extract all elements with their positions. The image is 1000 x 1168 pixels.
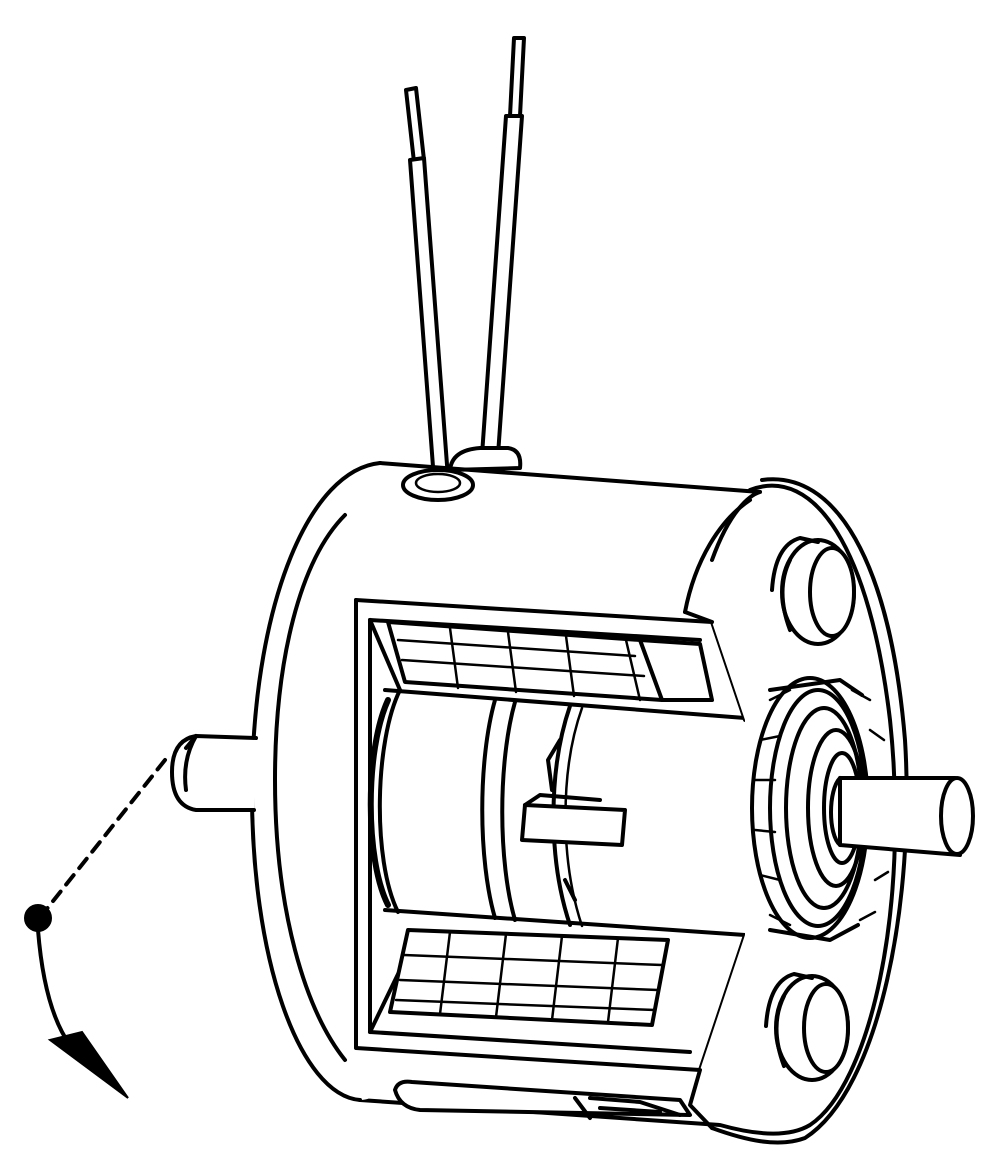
mounting-boss-bottom <box>764 972 850 1082</box>
output-shaft <box>829 776 975 857</box>
rotor-key <box>520 793 627 847</box>
rear-shaft <box>170 734 258 812</box>
lead-wire-right <box>480 36 526 457</box>
bottom-clip <box>393 1079 692 1120</box>
mounting-boss-top <box>770 536 856 646</box>
rotation-arrow <box>24 758 167 1099</box>
grommet <box>401 446 523 502</box>
coil-top <box>386 620 714 702</box>
bearing-ring <box>750 676 890 942</box>
rotor <box>367 688 747 937</box>
housing <box>249 461 762 1127</box>
lead-wire-left <box>404 86 450 482</box>
coil-bottom <box>388 928 670 1027</box>
